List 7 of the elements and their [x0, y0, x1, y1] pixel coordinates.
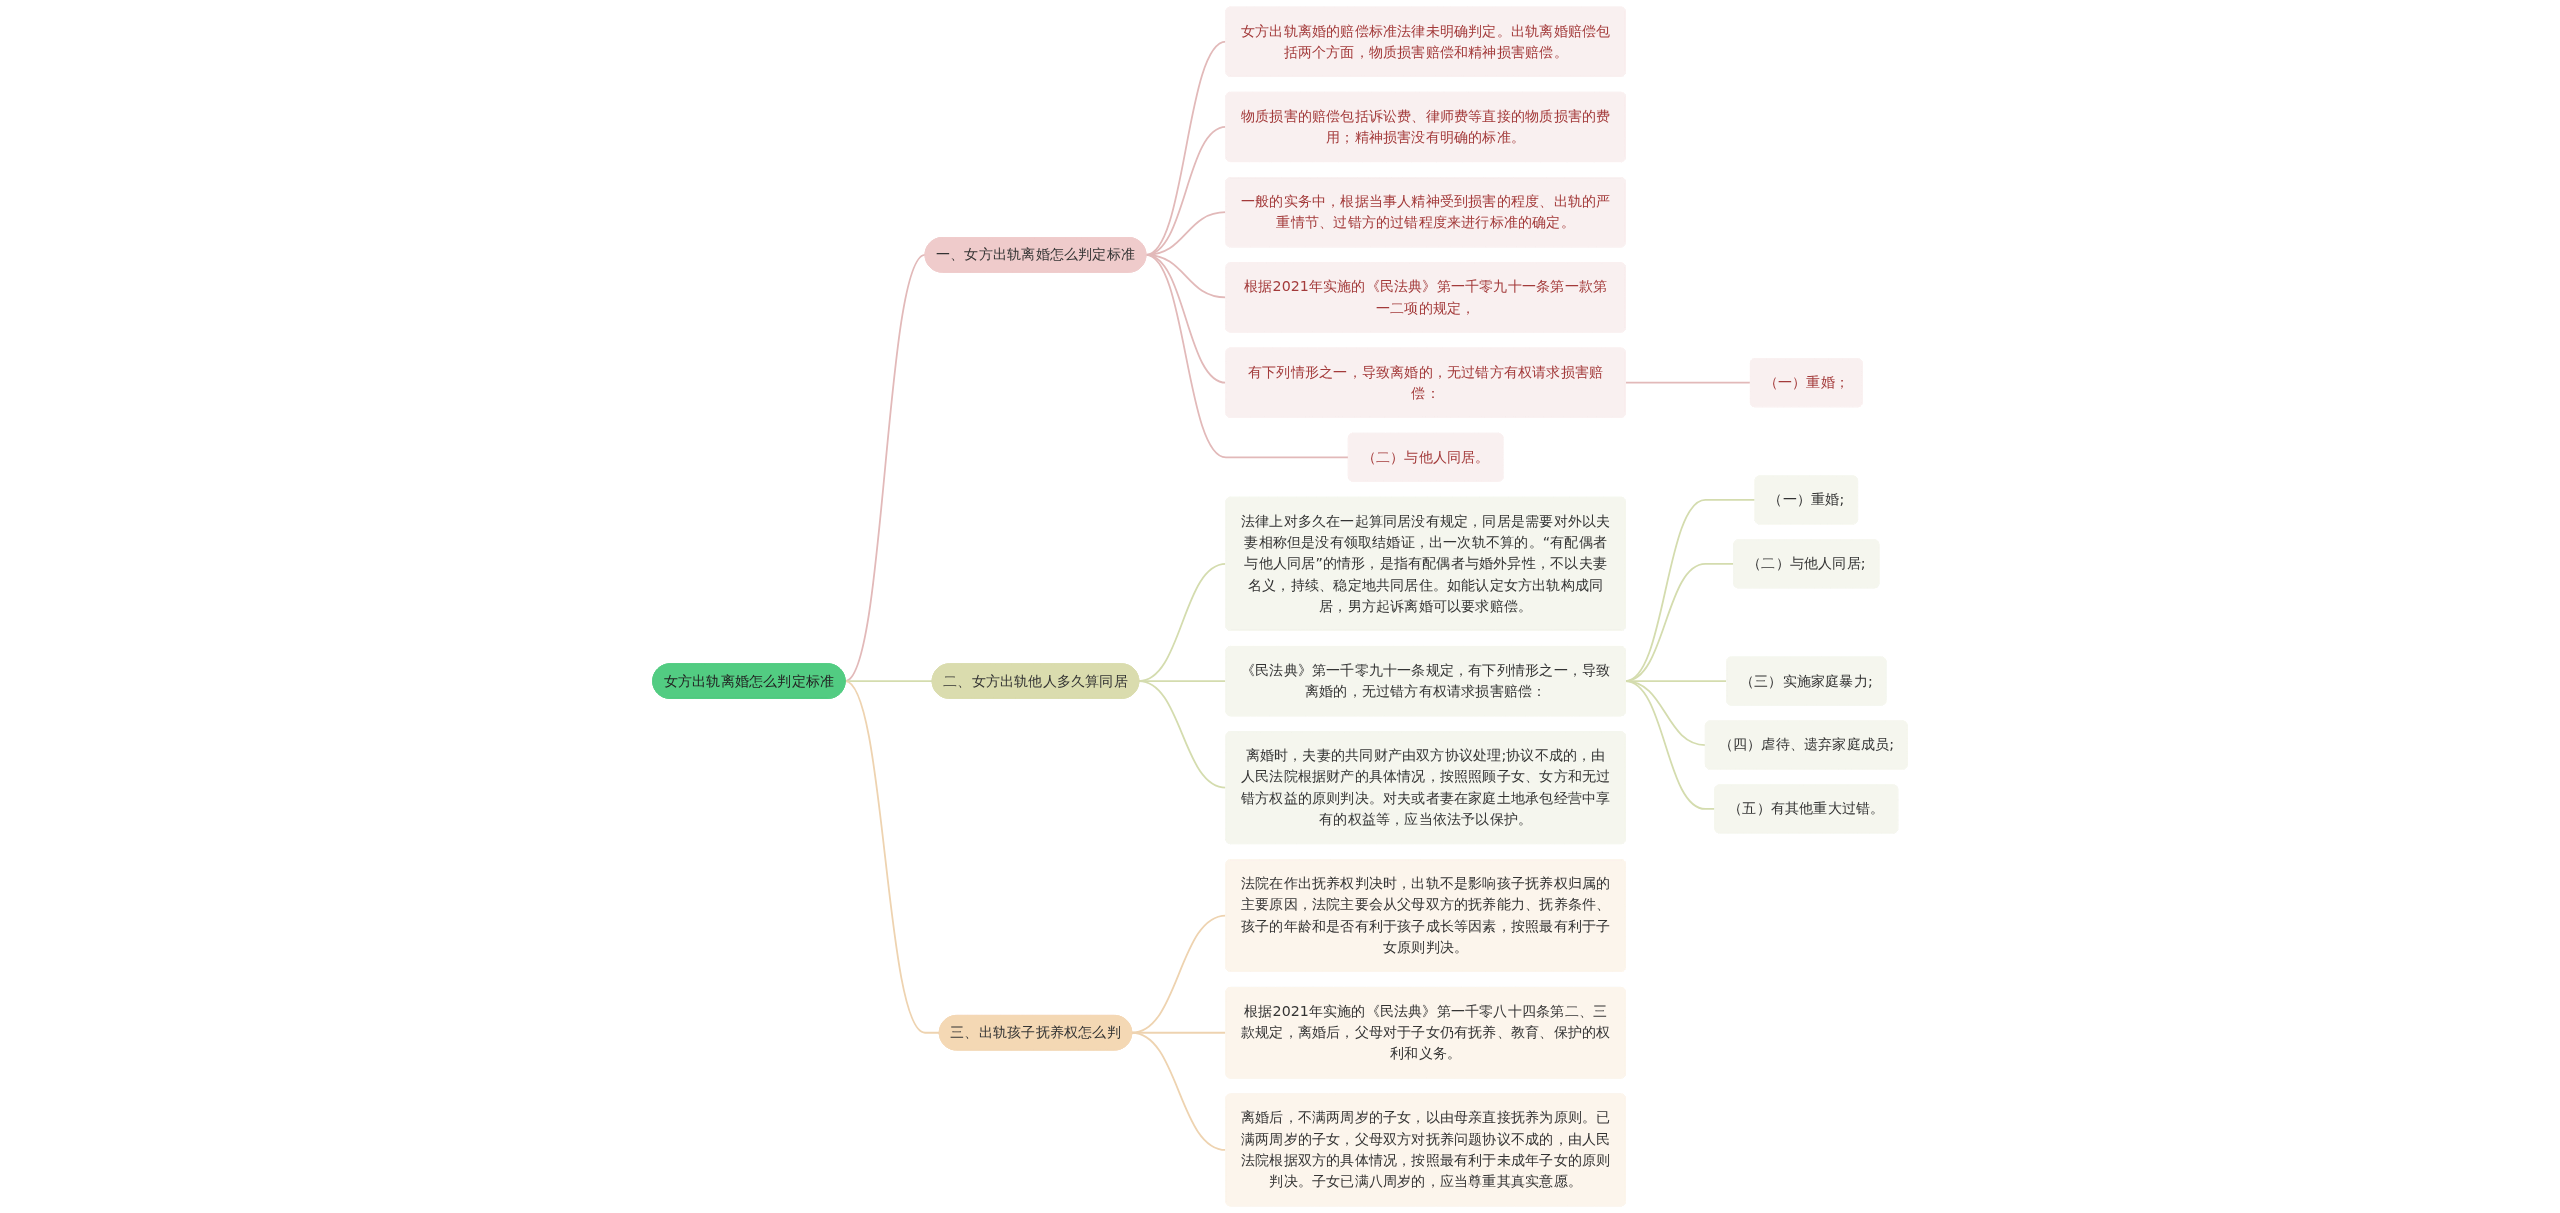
- connector: [1137, 680, 1227, 789]
- connector: [844, 680, 941, 1034]
- connector: [844, 680, 934, 682]
- connector: [1624, 680, 1716, 810]
- connector: [1145, 253, 1350, 459]
- connector: [1130, 1031, 1227, 1151]
- connector: [1624, 381, 1752, 384]
